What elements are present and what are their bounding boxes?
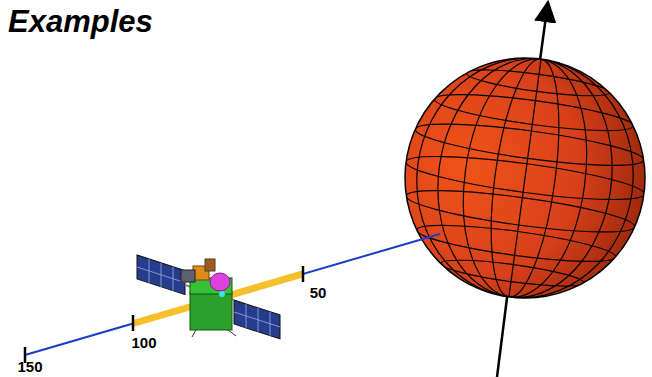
distance-label: 100 (131, 335, 156, 350)
satellite (137, 255, 280, 339)
axis-arrow (540, 2, 548, 60)
axis-line (497, 290, 508, 377)
planet (390, 43, 652, 313)
distance-label: 150 (17, 359, 42, 374)
title: Examples (8, 6, 153, 37)
distance-line (25, 234, 440, 355)
distance-label: 50 (310, 285, 327, 300)
